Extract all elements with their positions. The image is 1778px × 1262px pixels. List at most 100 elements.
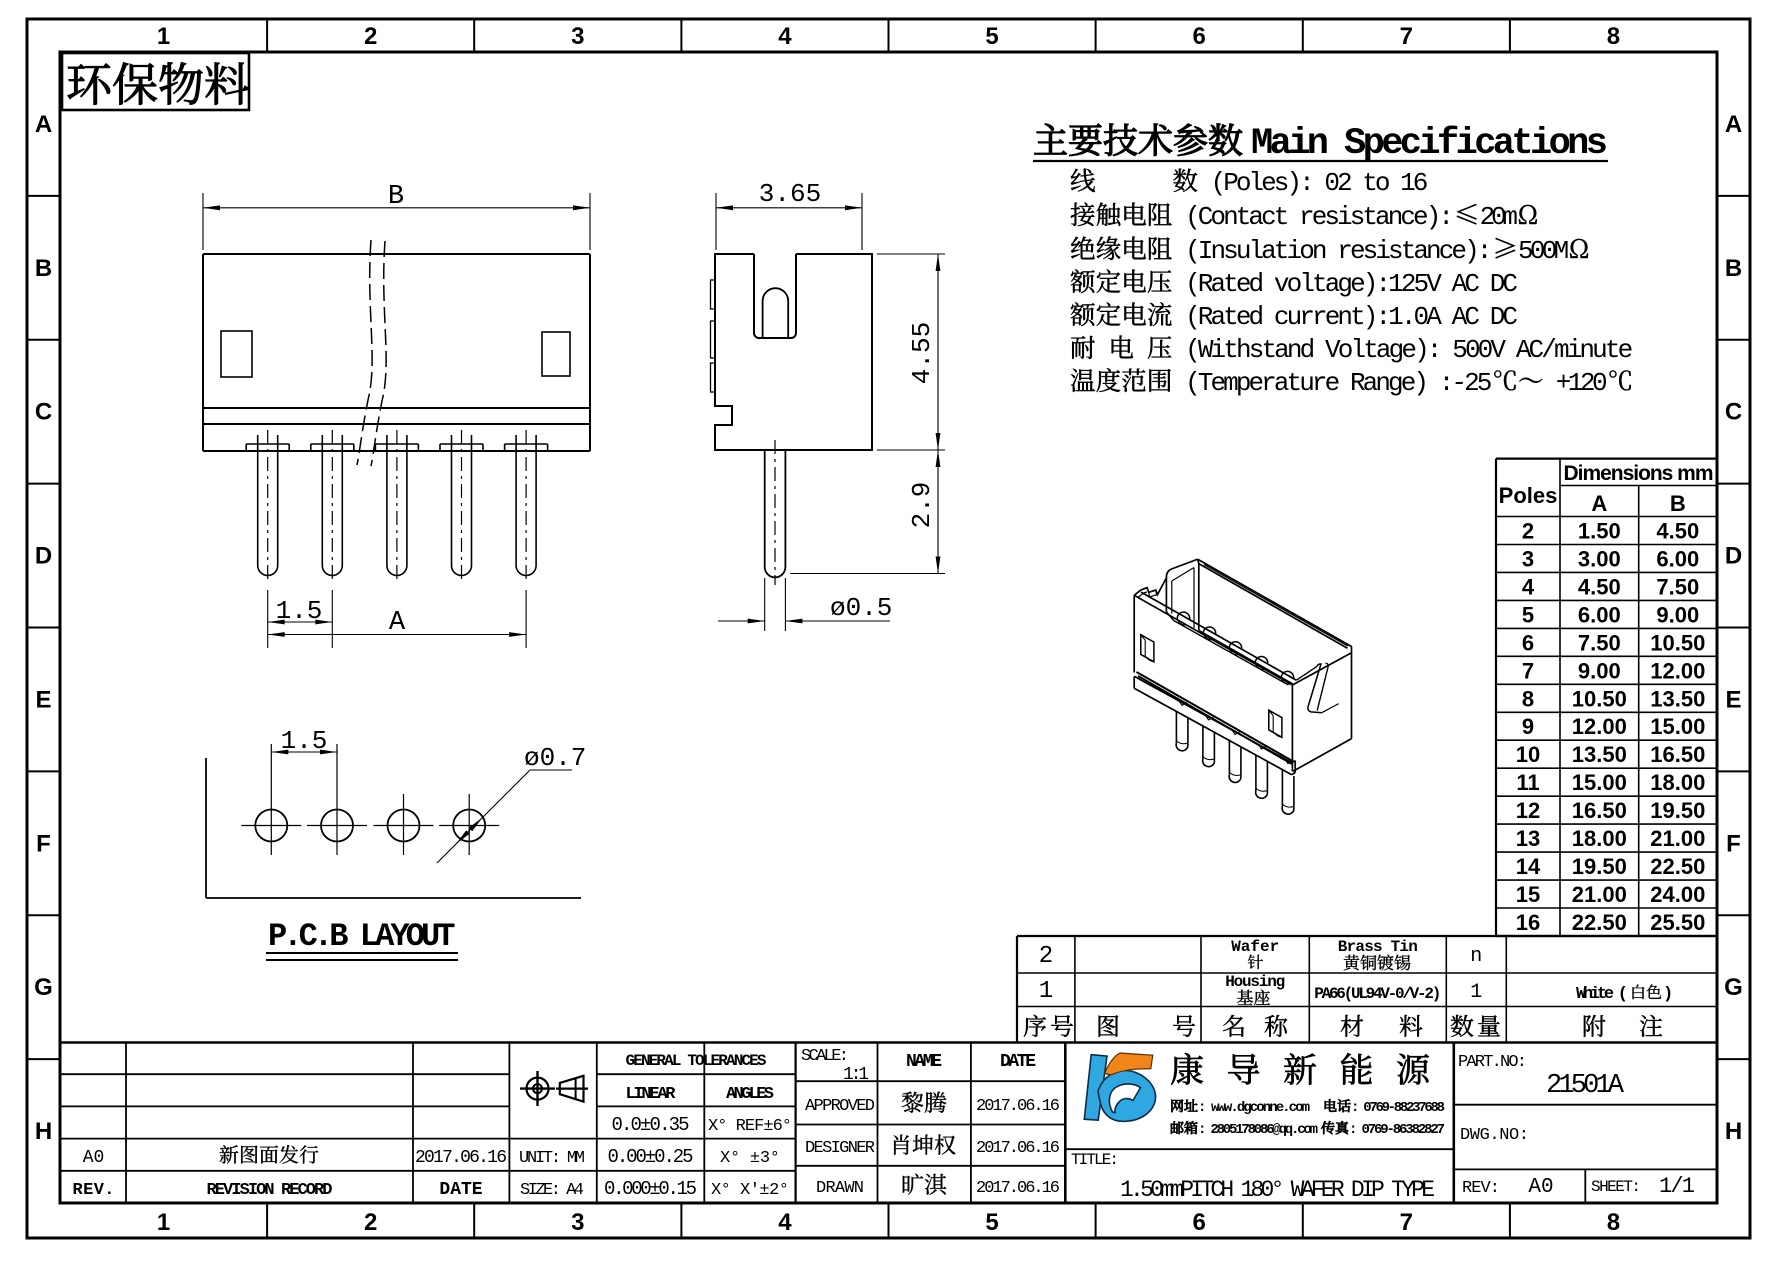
svg-text:A0: A0 — [83, 1148, 105, 1168]
svg-text:TITLE:: TITLE: — [1071, 1151, 1119, 1169]
svg-text:1.50mmPITCH 180° WAFER DIP TYP: 1.50mmPITCH 180° WAFER DIP TYPE — [1120, 1177, 1435, 1203]
svg-text:2017.06.16: 2017.06.16 — [976, 1097, 1060, 1116]
svg-text:C: C — [35, 399, 52, 426]
svg-text:10.50: 10.50 — [1650, 630, 1705, 655]
svg-text:4.50: 4.50 — [1578, 574, 1621, 599]
svg-text:2017.06.16: 2017.06.16 — [976, 1179, 1060, 1198]
svg-text:5: 5 — [985, 23, 998, 50]
svg-text:B: B — [388, 182, 404, 212]
svg-text:6: 6 — [1522, 630, 1534, 655]
svg-text:1: 1 — [1470, 981, 1482, 1004]
svg-text:: 2805178086@qq.com: : 2805178086@qq.com — [1198, 1122, 1318, 1138]
svg-text:(Contact resistance):: (Contact resistance): — [1172, 202, 1454, 232]
svg-text:APPROVED: APPROVED — [805, 1097, 875, 1116]
svg-text:4: 4 — [1522, 574, 1535, 599]
svg-text:12: 12 — [1516, 798, 1540, 823]
svg-text:C: C — [1725, 399, 1742, 426]
svg-text:Wafer: Wafer — [1231, 938, 1279, 956]
svg-text:: 0769-86382827: : 0769-86382827 — [1349, 1122, 1445, 1138]
svg-text:21501A: 21501A — [1546, 1071, 1625, 1101]
svg-text:11: 11 — [1516, 770, 1539, 795]
svg-text:DRAWN: DRAWN — [816, 1179, 864, 1198]
svg-text:ANGLES: ANGLES — [726, 1085, 774, 1104]
svg-text:+120: +120 — [1544, 368, 1608, 398]
svg-text:15: 15 — [1516, 882, 1540, 907]
svg-text:0.00±0.25: 0.00±0.25 — [608, 1146, 694, 1168]
svg-text:1: 1 — [157, 1209, 170, 1236]
svg-text:Poles: Poles — [1499, 483, 1558, 508]
svg-text:2: 2 — [1522, 519, 1534, 544]
svg-text:8: 8 — [1607, 23, 1620, 50]
svg-text:9.00: 9.00 — [1578, 658, 1621, 683]
svg-text:10: 10 — [1516, 742, 1540, 767]
svg-text:21.00: 21.00 — [1650, 826, 1705, 851]
svg-text:(Rated voltage):125V AC DC: (Rated voltage):125V AC DC — [1172, 269, 1518, 299]
svg-text:: www.dgconne.com: : www.dgconne.com — [1198, 1100, 1310, 1116]
svg-text:4: 4 — [778, 23, 792, 50]
svg-text:4.50: 4.50 — [1656, 519, 1699, 544]
svg-text:7.50: 7.50 — [1578, 630, 1621, 655]
svg-text:REV:: REV: — [1462, 1179, 1500, 1198]
svg-text:19.50: 19.50 — [1650, 798, 1705, 823]
svg-text:3.65: 3.65 — [759, 179, 821, 209]
svg-text:22.50: 22.50 — [1650, 854, 1705, 879]
svg-text:1: 1 — [157, 23, 170, 50]
svg-text:18.00: 18.00 — [1572, 826, 1627, 851]
svg-text:15.00: 15.00 — [1650, 714, 1705, 739]
svg-text:ø0.5: ø0.5 — [830, 593, 892, 623]
svg-text:10.50: 10.50 — [1572, 686, 1627, 711]
svg-text:16: 16 — [1516, 910, 1540, 935]
svg-text:D: D — [1725, 543, 1742, 570]
svg-text:13: 13 — [1516, 826, 1540, 851]
svg-text:GENERAL TOLERANCES: GENERAL TOLERANCES — [626, 1052, 767, 1070]
svg-text:LINEAR: LINEAR — [626, 1085, 677, 1104]
svg-text:4: 4 — [778, 1209, 792, 1236]
svg-text:A0: A0 — [1528, 1176, 1553, 1199]
svg-text:5: 5 — [1522, 602, 1534, 627]
svg-text:12.00: 12.00 — [1650, 658, 1705, 683]
svg-text:2: 2 — [1039, 943, 1053, 970]
svg-text:2017.06.16: 2017.06.16 — [415, 1148, 507, 1168]
svg-text:A: A — [1725, 111, 1742, 138]
svg-text:(Withstand Voltage): 500V AC/m: (Withstand Voltage): 500V AC/minute — [1172, 335, 1633, 365]
svg-text:9: 9 — [1522, 714, 1534, 739]
svg-text:1.5: 1.5 — [281, 726, 328, 756]
svg-text:F: F — [36, 830, 51, 857]
svg-text:(Insulation resistance):: (Insulation resistance): — [1172, 236, 1492, 266]
svg-text:7: 7 — [1522, 658, 1534, 683]
svg-text:X° X'±2°: X° X'±2° — [711, 1181, 789, 1200]
svg-text:SIZE: A4: SIZE: A4 — [520, 1181, 584, 1200]
svg-text:Housing: Housing — [1225, 973, 1285, 991]
svg-text:13.50: 13.50 — [1572, 742, 1627, 767]
svg-text:B: B — [1725, 255, 1742, 282]
svg-text:24.00: 24.00 — [1650, 882, 1705, 907]
svg-text:5: 5 — [985, 1209, 998, 1236]
svg-text:(Rated current):1.0A AC DC: (Rated current):1.0A AC DC — [1172, 302, 1518, 332]
svg-text:4.55: 4.55 — [907, 322, 937, 384]
svg-text:7: 7 — [1400, 1209, 1413, 1236]
svg-text:19.50: 19.50 — [1572, 854, 1627, 879]
svg-text:22.50: 22.50 — [1572, 910, 1627, 935]
svg-text:n: n — [1470, 945, 1482, 968]
svg-text:X° ±3°: X° ±3° — [720, 1149, 780, 1168]
svg-text:REV.: REV. — [73, 1181, 115, 1200]
svg-text:9.00: 9.00 — [1656, 602, 1699, 627]
svg-text:): ) — [1663, 985, 1673, 1004]
svg-text:1:1: 1:1 — [843, 1065, 869, 1085]
svg-text:2: 2 — [364, 23, 377, 50]
svg-text:DESIGNER: DESIGNER — [805, 1139, 875, 1158]
svg-text:0.0±0.35: 0.0±0.35 — [612, 1114, 690, 1136]
svg-text:3: 3 — [571, 1209, 584, 1236]
svg-text:H: H — [1725, 1118, 1742, 1145]
svg-text:16.50: 16.50 — [1572, 798, 1627, 823]
svg-text:(Poles): 02 to 16: (Poles): 02 to 16 — [1198, 168, 1428, 198]
svg-text:G: G — [1724, 974, 1743, 1001]
svg-text:P.C.B LAYOUT: P.C.B LAYOUT — [268, 918, 456, 955]
svg-text:3.00: 3.00 — [1578, 547, 1621, 572]
svg-text:21.00: 21.00 — [1572, 882, 1627, 907]
svg-text:Dimensions mm: Dimensions mm — [1564, 462, 1714, 485]
svg-text:E: E — [35, 686, 51, 713]
svg-text:13.50: 13.50 — [1650, 686, 1705, 711]
svg-text:14: 14 — [1516, 854, 1541, 879]
svg-text:6: 6 — [1193, 1209, 1206, 1236]
